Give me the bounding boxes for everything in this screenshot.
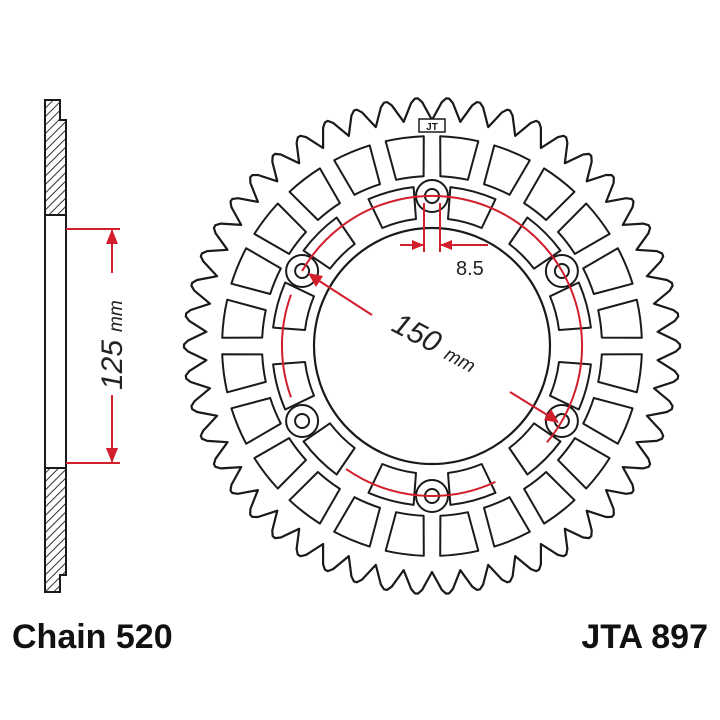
- outer-window: [384, 511, 425, 557]
- part-number-label: JTA 897: [581, 618, 708, 656]
- bolt-circle-arc-top: [301, 194, 584, 444]
- side-profile-view: [44, 99, 67, 593]
- bolt-circle-arrow-left: [308, 273, 323, 287]
- hole-arrow-left: [412, 240, 424, 250]
- inner-window: [508, 422, 562, 476]
- outer-window: [483, 144, 531, 196]
- outer-window: [582, 247, 634, 295]
- bolt-circle-leader-left: [309, 274, 373, 316]
- inner-window: [367, 186, 417, 229]
- profile-bottom-section: [44, 467, 67, 593]
- hub-width-unit: mm: [106, 300, 127, 332]
- dim-arrow-top: [106, 229, 118, 244]
- center-bore: [312, 226, 552, 466]
- hole-arrow-right: [440, 240, 452, 250]
- outer-window: [253, 202, 307, 255]
- inner-window: [272, 281, 315, 331]
- bolt-circle-arc-bottom: [345, 468, 496, 497]
- inner-window: [447, 463, 497, 506]
- profile-top-section: [44, 99, 67, 216]
- jt-logo: JT: [418, 118, 446, 133]
- inner-window: [302, 422, 356, 476]
- outer-window: [597, 298, 643, 339]
- outer-window: [582, 397, 634, 445]
- hub-width-dimension: 125 mm: [66, 228, 129, 464]
- inner-window: [302, 216, 356, 270]
- outer-window: [333, 144, 381, 196]
- outer-window: [230, 247, 282, 295]
- outer-window: [557, 202, 611, 255]
- outer-window: [384, 135, 425, 181]
- dim-arrow-bottom: [106, 448, 118, 463]
- outer-window: [523, 167, 576, 221]
- outer-window: [557, 437, 611, 490]
- outer-window: [221, 298, 267, 339]
- outer-lightening-windows: [221, 135, 643, 557]
- bolt-circle-arc-left: [281, 294, 292, 398]
- profile-hub-body: [44, 214, 67, 469]
- outer-window: [288, 471, 341, 525]
- inner-window: [367, 463, 417, 506]
- bolt-hole: [294, 413, 311, 429]
- inner-window: [447, 186, 497, 229]
- outer-window: [483, 496, 531, 548]
- outer-window: [439, 511, 480, 557]
- inner-window: [549, 281, 592, 331]
- inner-window: [272, 361, 315, 411]
- bolt-circle-arrow-right: [544, 409, 559, 423]
- inner-lightening-windows: [272, 186, 592, 506]
- sprocket-front-view: JT: [182, 97, 682, 595]
- chain-label: Chain 520: [12, 618, 173, 656]
- outer-window: [597, 353, 643, 394]
- inner-window: [549, 361, 592, 411]
- outer-window: [253, 437, 307, 490]
- outer-window: [288, 167, 341, 221]
- inner-window: [508, 216, 562, 270]
- outer-window: [439, 135, 480, 181]
- outer-window: [230, 397, 282, 445]
- bolt-hole-value: 8.5: [456, 258, 484, 280]
- bolt-hole-dimension: 8.5: [400, 203, 488, 280]
- outer-window: [333, 496, 381, 548]
- outer-window: [221, 353, 267, 394]
- hub-width-value: 125: [96, 340, 129, 390]
- outer-window: [523, 471, 576, 525]
- logo-text: JT: [426, 122, 438, 133]
